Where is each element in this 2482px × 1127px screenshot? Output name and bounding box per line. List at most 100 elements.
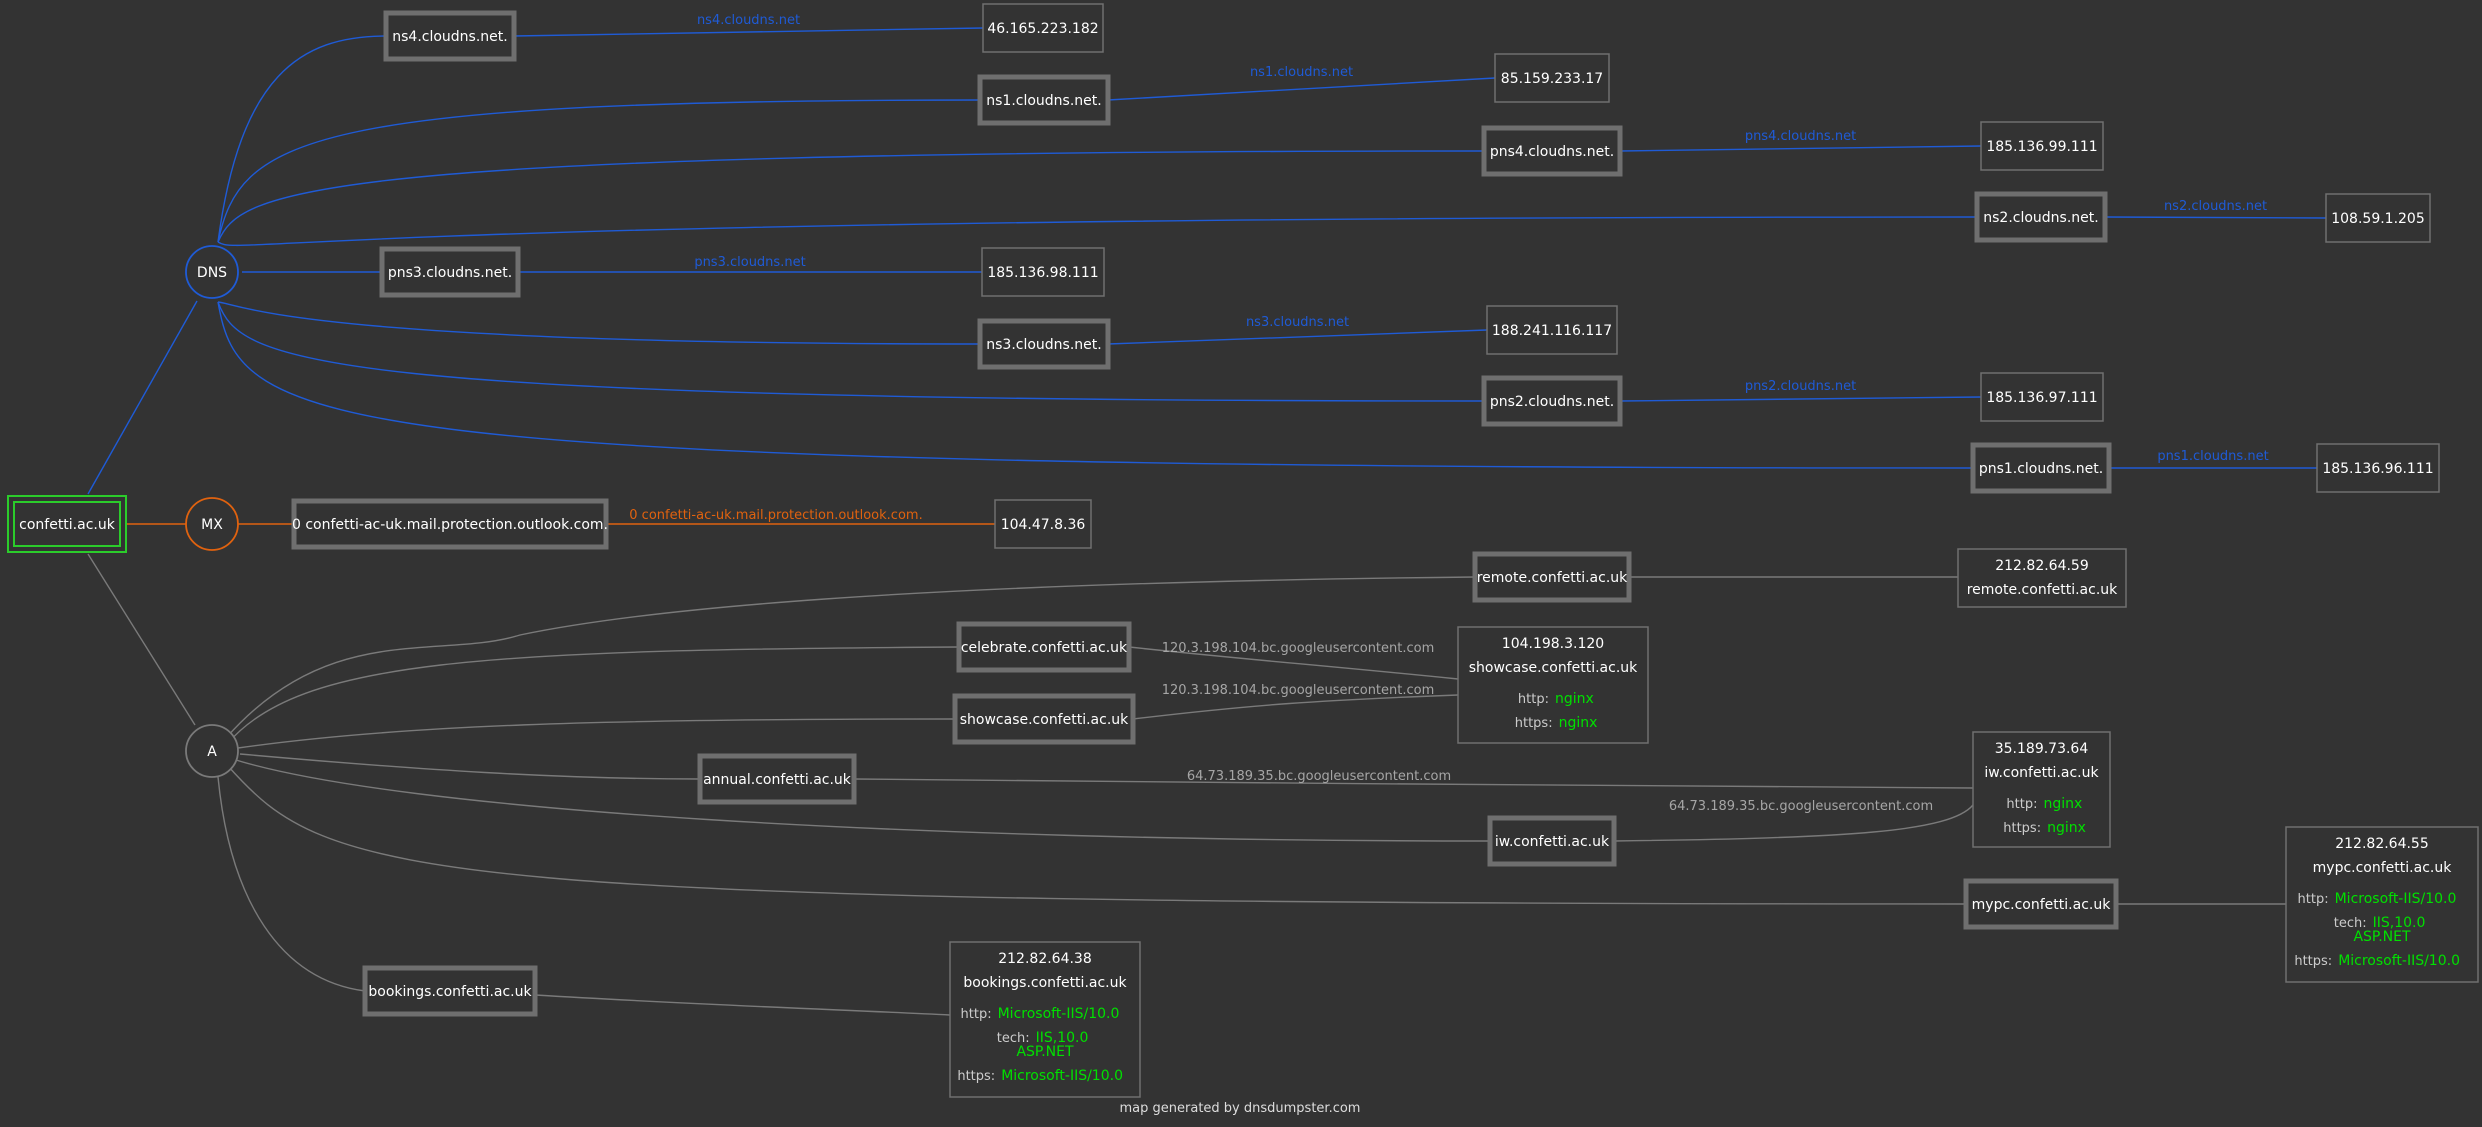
ip-info-box[interactable]: 212.82.64.55mypc.confetti.ac.ukhttp:Micr… [2285, 826, 2479, 983]
dns-ip-node[interactable]: 85.159.233.17 [1494, 53, 1610, 103]
dns-host-node-frame [1970, 442, 2112, 494]
ip-info-box[interactable]: 212.82.64.38 bookings.confetti.ac.uk http:… [949, 941, 1141, 1098]
ip-info-box[interactable]: 104.198.3.120 showcase.confetti.ac.uk http… [1457, 626, 1649, 744]
edge-label-dns: ns3.cloudns.net [1246, 315, 1349, 330]
edge-a-to-host [235, 759, 1491, 842]
service-value: ASP.NET [1016, 1044, 1073, 1060]
dns-host-node[interactable]: ns1.cloudns.net. [977, 74, 1111, 126]
edge-host-to-ip-5 [1107, 329, 1488, 345]
edge-a-to-host [227, 765, 1967, 905]
category-node-mx[interactable]: MX [185, 497, 239, 551]
service-value: IIS,10.0 [1036, 1030, 1089, 1046]
edge-label-dns: ns4.cloudns.net [697, 13, 800, 28]
dns-host-node-label: ns1.cloudns.net. [986, 93, 1101, 109]
a-host-node[interactable]: mypc.confetti.ac.uk [1963, 878, 2119, 930]
ip-info-hostname: remote.confetti.ac.uk [1967, 582, 2118, 598]
edge-label-a: 64.73.189.35.bc.googleusercontent.com [1187, 769, 1451, 784]
dns-host-node-frame [1481, 125, 1623, 177]
dns-ip-node[interactable]: 185.136.96.111 [2316, 443, 2440, 493]
dns-ip-node-label: 185.136.96.111 [2322, 461, 2433, 477]
dns-host-node[interactable]: ns2.cloudns.net. [1974, 191, 2108, 243]
dns-ip-node[interactable]: 185.136.97.111 [1980, 372, 2104, 422]
mx-ip-node[interactable]: 104.47.8.36 [994, 499, 1092, 549]
ip-info-address: 212.82.64.38 [998, 951, 1092, 967]
a-host-node[interactable]: iw.confetti.ac.uk [1487, 815, 1617, 867]
service-key: tech: [2334, 916, 2367, 931]
nodes-layer: ns4.cloudns.net. 46.165.223.182 ns1.cloudn… [7, 3, 2479, 1098]
dns-host-node[interactable]: ns3.cloudns.net. [977, 318, 1111, 370]
ip-info-box[interactable]: 35.189.73.64iw.confetti.ac.ukhttp:nginxh… [1972, 731, 2111, 848]
category-circle [185, 724, 239, 778]
mx-host-node[interactable]: 0 confetti-ac-uk.mail.protection.outlook… [291, 498, 609, 550]
dns-ip-node[interactable]: 46.165.223.182 [982, 3, 1104, 53]
service-key: https: [2003, 821, 2041, 836]
dns-host-node[interactable]: ns4.cloudns.net. [383, 10, 517, 62]
a-host-node-frame [1472, 551, 1632, 603]
edge-root-dns [87, 300, 198, 495]
service-key: https: [2294, 954, 2332, 969]
dns-ip-node-frame [1980, 121, 2104, 171]
dns-host-node[interactable]: pns1.cloudns.net. [1970, 442, 2112, 494]
a-host-node[interactable]: remote.confetti.ac.uk [1472, 551, 1632, 603]
edge-a-to-host [237, 718, 956, 749]
dns-ip-node-label: 85.159.233.17 [1501, 71, 1603, 87]
dns-host-node-label: pns3.cloudns.net. [388, 265, 512, 281]
ip-info-frame [1972, 731, 2111, 848]
dns-host-node[interactable]: pns4.cloudns.net. [1481, 125, 1623, 177]
a-host-node[interactable]: showcase.confetti.ac.uk [952, 693, 1136, 745]
root-frame-outer [7, 495, 127, 553]
dns-host-node-label: pns1.cloudns.net. [1979, 461, 2103, 477]
a-host-node-frame [952, 693, 1136, 745]
dns-ip-node[interactable]: 108.59.1.205 [2325, 193, 2431, 243]
a-host-node-frame [1487, 815, 1617, 867]
dns-ip-node-label: 188.241.116.117 [1492, 323, 1612, 339]
edge-root-a [87, 553, 196, 726]
dns-ip-node-frame [1494, 53, 1610, 103]
dns-host-node-label: pns2.cloudns.net. [1490, 394, 1614, 410]
dns-ip-node-label: 46.165.223.182 [987, 21, 1098, 37]
ip-info-frame [949, 941, 1141, 1098]
a-host-node[interactable]: celebrate.confetti.ac.uk [956, 621, 1132, 673]
service-value: nginx [2047, 820, 2086, 836]
root-domain-node[interactable]: confetti.ac.uk [7, 495, 127, 553]
edge-label-mx: 0 confetti-ac-uk.mail.protection.outlook… [629, 508, 922, 523]
ip-info-address: 35.189.73.64 [1995, 741, 2089, 757]
dns-host-node-frame [379, 246, 521, 298]
dns-host-node[interactable]: pns2.cloudns.net. [1481, 375, 1623, 427]
dns-host-node-frame [1974, 191, 2108, 243]
dns-ip-node-label: 185.136.97.111 [1986, 390, 2097, 406]
dns-ip-node-frame [982, 3, 1104, 53]
ip-info-hostname: showcase.confetti.ac.uk [1469, 660, 1638, 676]
service-key: https: [1515, 716, 1553, 731]
dns-ip-node-frame [1486, 305, 1618, 355]
service-key: http: [961, 1007, 992, 1022]
category-node-a[interactable]: A [185, 724, 239, 778]
edge-dns-to-5 [217, 301, 981, 345]
a-host-node[interactable]: annual.confetti.ac.uk [697, 753, 857, 805]
dns-ip-node[interactable]: 185.136.98.111 [981, 247, 1105, 297]
service-value: Microsoft-IIS/10.0 [2338, 953, 2460, 969]
service-value: Microsoft-IIS/10.0 [998, 1006, 1120, 1022]
edge-label-dns: pns3.cloudns.net [694, 255, 805, 270]
service-value: nginx [1559, 715, 1598, 731]
dns-host-node-label: ns4.cloudns.net. [392, 29, 507, 45]
ip-info-frame [2285, 826, 2479, 983]
ip-info-address: 104.198.3.120 [1502, 636, 1604, 652]
ip-info-hostname: bookings.confetti.ac.uk [963, 975, 1127, 991]
dns-ip-node-frame [981, 247, 1105, 297]
a-host-node-label: mypc.confetti.ac.uk [1972, 897, 2112, 913]
edge-host-to-ip-2 [1619, 145, 1982, 152]
root-domain-label: confetti.ac.uk [19, 517, 116, 533]
a-host-node[interactable]: bookings.confetti.ac.uk [362, 965, 538, 1017]
dns-host-node-frame [977, 74, 1111, 126]
ip-info-frame [1957, 548, 2127, 608]
category-node-dns[interactable]: DNS [185, 245, 239, 299]
dns-ip-node[interactable]: 188.241.116.117 [1486, 305, 1618, 355]
edge-bookings-to-info [534, 994, 951, 1016]
dns-host-node[interactable]: pns3.cloudns.net. [379, 246, 521, 298]
mx-host-node-frame [291, 498, 609, 550]
dns-ip-node[interactable]: 185.136.99.111 [1980, 121, 2104, 171]
edge-label-a: 64.73.189.35.bc.googleusercontent.com [1669, 799, 1933, 814]
